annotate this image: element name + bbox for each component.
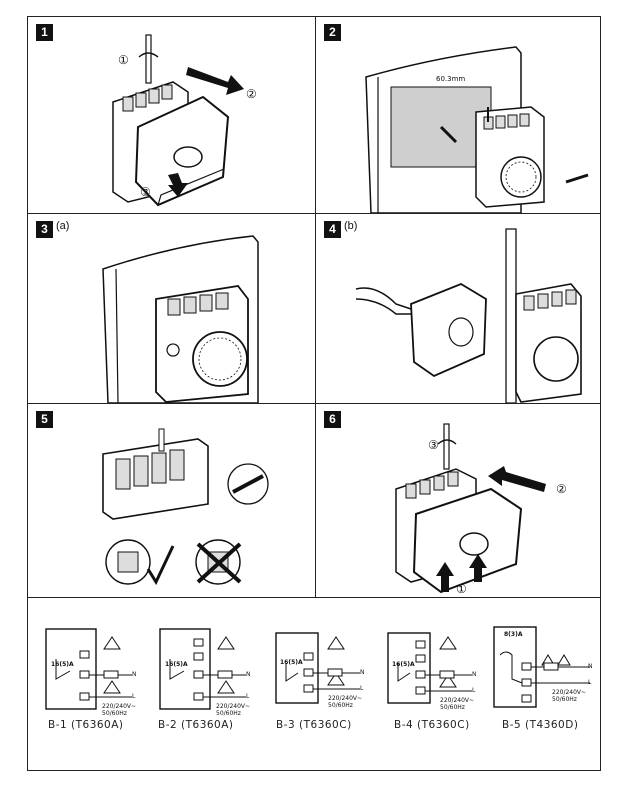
wiring-diagram-b3: 16(5)A N L 220/240V~ 50/60Hz <box>272 619 372 719</box>
supply-label: 220/240V~ 50/60Hz <box>552 689 587 703</box>
rating-label: 16(5)A <box>392 661 415 668</box>
wiring-diagram-b4: 16(5)A N L 220/240V~ 50/60Hz <box>384 619 484 719</box>
terminal-n: N <box>246 671 251 678</box>
base-on-wall-illustration <box>102 235 259 403</box>
supply-label: 220/240V~ 50/60Hz <box>328 695 363 709</box>
wire-insertion-illustration <box>102 428 269 586</box>
step-sublabel: (b) <box>344 220 358 232</box>
callout-1: ① <box>118 53 129 67</box>
dimension-label: 60.3mm <box>436 75 466 83</box>
row-divider <box>28 403 600 404</box>
column-divider <box>315 17 316 597</box>
callout-3: ③ <box>140 185 151 199</box>
callout-1: ① <box>456 582 467 596</box>
rating-label: 8(3)A <box>504 631 523 638</box>
rating-label: 16(5)A <box>280 659 303 666</box>
callout-2: ② <box>246 87 257 101</box>
caption-b2: B-2 (T6360A) <box>158 719 234 731</box>
step-number: 2 <box>324 24 341 41</box>
step-number: 6 <box>324 411 341 428</box>
instruction-sheet: 1 ① ② ③ 2 <box>27 16 601 771</box>
terminal-n: N <box>472 671 477 678</box>
terminal-l: L <box>588 679 592 686</box>
wiring-diagrams: 16(5)A N L 220/240V~ 50/60Hz B-1 (T6360A… <box>28 597 600 772</box>
step-2-panel: 2 60.3mm <box>316 17 602 213</box>
supply-label: 220/240V~ 50/60Hz <box>216 703 251 717</box>
callout-3: ③ <box>428 438 439 452</box>
step-1-panel: 1 ① ② ③ <box>28 17 315 213</box>
caption-b4: B-4 (T6360C) <box>394 719 470 731</box>
rating-label: 16(5)A <box>51 661 74 668</box>
rating-label: 16(5)A <box>165 661 188 668</box>
row-divider <box>28 597 600 598</box>
callout-2: ② <box>556 482 567 496</box>
remove-cover-illustration <box>112 34 244 207</box>
step-5-panel: 5 <box>28 404 315 597</box>
supply-label: 220/240V~ 50/60Hz <box>440 697 475 711</box>
terminal-l: L <box>472 687 476 694</box>
caption-b5: B-5 (T4360D) <box>502 719 579 731</box>
step-3-panel: 3 (a) <box>28 214 315 403</box>
refit-cover-illustration <box>395 423 546 594</box>
caption-b1: B-1 (T6360A) <box>48 719 124 731</box>
step-6-panel: 6 ③ ② ① <box>316 404 602 597</box>
mount-base-illustration <box>365 46 589 213</box>
wiring-diagram-b2: 16(5)A N L 220/240V~ 50/60Hz <box>156 619 256 719</box>
terminal-n: N <box>132 671 137 678</box>
step-number: 5 <box>36 411 53 428</box>
wiring-diagram-b1: 16(5)A N L 220/240V~ 50/60Hz <box>42 619 142 719</box>
cover-removal-illustration <box>355 228 582 403</box>
caption-b3: B-3 (T6360C) <box>276 719 352 731</box>
step-sublabel: (a) <box>56 220 70 232</box>
terminal-l: L <box>132 693 136 700</box>
row-divider <box>28 213 600 214</box>
wiring-diagram-b5: 8(3)A N L 220/240V~ 50/60Hz <box>490 619 596 719</box>
terminal-l: L <box>360 685 364 692</box>
step-number: 1 <box>36 24 53 41</box>
terminal-n: N <box>360 669 365 676</box>
supply-label: 220/240V~ 50/60Hz <box>102 703 137 717</box>
step-number: 3 <box>36 221 53 238</box>
terminal-l: L <box>246 693 250 700</box>
terminal-n: N <box>588 663 593 670</box>
step-number: 4 <box>324 221 341 238</box>
step-4-panel: 4 (b) <box>316 214 602 403</box>
